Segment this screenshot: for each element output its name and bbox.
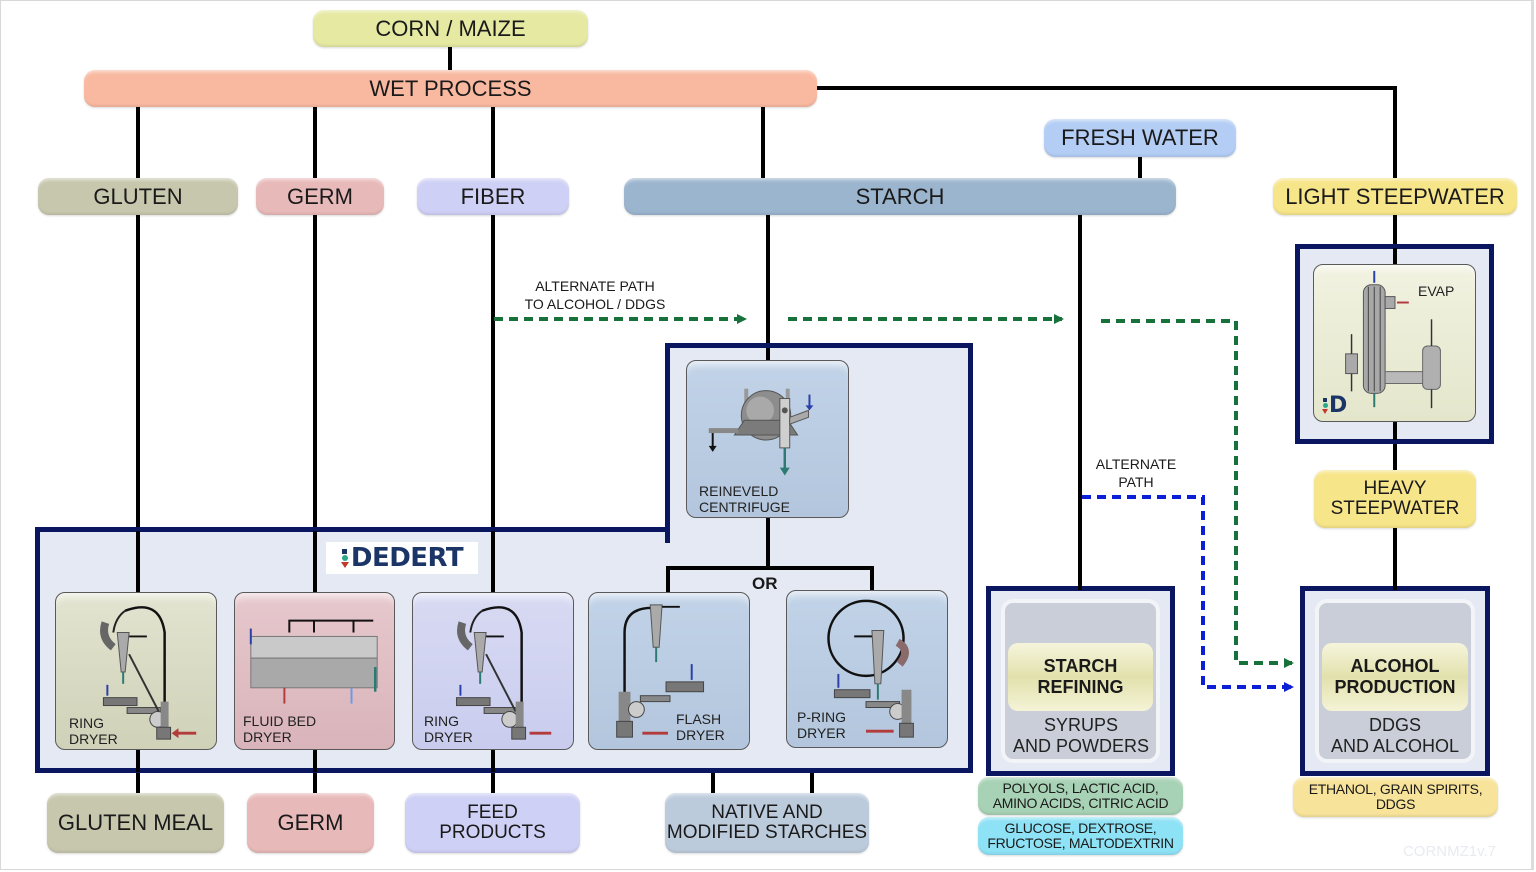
product-germ-label: GERM (277, 810, 344, 836)
card-evaporator[interactable]: EVAP D (1313, 264, 1476, 422)
alt-path-blue (1082, 495, 1294, 692)
card-p-ring-dryer-label: P-RING DRYER (797, 709, 846, 742)
card-flash-dryer-label: FLASH DRYER (676, 711, 725, 744)
dedert-logo-text: DEDERT (350, 543, 464, 573)
node-fresh-water[interactable]: FRESH WATER (1044, 119, 1236, 157)
p-ring-dryer-icon (827, 599, 914, 738)
card-p-ring-dryer[interactable]: P-RING DRYER (786, 590, 948, 748)
dedert-box-joiner (670, 520, 968, 534)
node-light-steepwater-label: LIGHT STEEPWATER (1285, 183, 1505, 209)
card-fluid-bed-dryer[interactable]: FLUID BED DRYER (234, 592, 395, 750)
node-germ[interactable]: GERM (256, 178, 384, 215)
line-wet-steepwater (815, 86, 1397, 180)
product-gluten-meal-label: GLUTEN MEAL (57, 810, 214, 836)
product-glucose[interactable]: GLUCOSE, DEXTROSE, FRUCTOSE, MALTODEXTRI… (978, 817, 1183, 855)
alcohol-production-title: ALCOHOL PRODUCTION (1322, 643, 1468, 711)
ring-dryer-icon (100, 606, 197, 740)
product-starches[interactable]: NATIVE AND MODIFIED STARCHES (665, 793, 869, 853)
fluid-bed-dryer-icon (249, 619, 378, 704)
card-ring-dryer-fiber[interactable]: RING DRYER (412, 592, 574, 750)
card-ring-dryer-fiber-label: RING DRYER (424, 713, 473, 746)
annotation-alt-path-alcohol: ALTERNATE PATH TO ALCOHOL / DDGS (524, 278, 666, 312)
node-heavy-steepwater[interactable]: HEAVY STEEPWATER (1314, 470, 1476, 528)
starch-refining-subtitle: SYRUPS AND POWDERS (1012, 715, 1149, 756)
product-germ[interactable]: GERM (247, 793, 374, 853)
product-glucose-label: GLUCOSE, DEXTROSE, FRUCTOSE, MALTODEXTRI… (987, 820, 1174, 851)
dedert-logo-mark (340, 548, 349, 568)
starch-refining-title: STARCH REFINING (1008, 643, 1153, 711)
card-ring-dryer-gluten[interactable]: RING DRYER (55, 592, 217, 750)
card-evaporator-label: EVAP (1418, 283, 1455, 299)
node-corn-maize-label: CORN / MAIZE (375, 15, 526, 41)
node-corn-maize[interactable]: CORN / MAIZE (313, 10, 588, 47)
dedert-logo: DEDERT (326, 542, 478, 574)
document-code: CORNMZ1v.7 (1402, 843, 1496, 860)
product-polyols[interactable]: POLYOLS, LACTIC ACID, AMINO ACIDS, CITRI… (978, 777, 1183, 815)
node-starch-label: STARCH (855, 183, 945, 209)
node-wet-process-label: WET PROCESS (369, 75, 532, 101)
node-gluten-label: GLUTEN (93, 183, 183, 209)
or-label: OR (752, 574, 778, 593)
product-ethanol-label: ETHANOL, GRAIN SPIRITS, DDGS (1308, 781, 1483, 812)
card-ring-dryer-gluten-label: RING DRYER (69, 715, 118, 748)
card-reineveld-centrifuge-label: REINEVELD CENTRIFUGE (699, 483, 790, 516)
annotation-alt-path: ALTERNATE PATH (1095, 456, 1177, 490)
product-ethanol[interactable]: ETHANOL, GRAIN SPIRITS, DDGS (1293, 777, 1498, 817)
node-heavy-steepwater-label: HEAVY STEEPWATER (1330, 478, 1460, 519)
dedert-small-logo: D (1322, 393, 1347, 418)
node-germ-label: GERM (287, 183, 353, 209)
alcohol-production-subtitle: DDGS AND ALCOHOL (1330, 715, 1460, 756)
card-reineveld-centrifuge[interactable]: REINEVELD CENTRIFUGE (686, 360, 849, 518)
node-gluten[interactable]: GLUTEN (38, 178, 238, 215)
alcohol-production-box[interactable]: ALCOHOL PRODUCTION DDGS AND ALCOHOL (1300, 586, 1490, 776)
dedert-small-logo-text: D (1329, 393, 1348, 418)
card-flash-dryer[interactable]: FLASH DRYER (588, 592, 750, 750)
node-fiber-label: FIBER (460, 183, 526, 209)
product-polyols-label: POLYOLS, LACTIC ACID, AMINO ACIDS, CITRI… (992, 780, 1169, 811)
card-fluid-bed-dryer-label: FLUID BED DRYER (243, 713, 317, 746)
node-fresh-water-label: FRESH WATER (1061, 125, 1219, 151)
node-light-steepwater[interactable]: LIGHT STEEPWATER (1273, 178, 1517, 215)
alt-path-green-3 (1101, 319, 1294, 668)
product-feed[interactable]: FEED PRODUCTS (405, 793, 580, 853)
product-feed-label: FEED PRODUCTS (439, 802, 546, 843)
product-starches-label: NATIVE AND MODIFIED STARCHES (666, 802, 868, 843)
flash-dryer-icon (616, 604, 705, 738)
node-wet-process[interactable]: WET PROCESS (84, 70, 817, 107)
node-fiber[interactable]: FIBER (417, 178, 569, 215)
product-gluten-meal[interactable]: GLUTEN MEAL (47, 793, 224, 853)
node-starch[interactable]: STARCH (624, 178, 1176, 215)
centrifuge-icon (708, 388, 814, 476)
ring-dryer-icon (455, 606, 552, 740)
evaporator-icon (1345, 270, 1441, 409)
